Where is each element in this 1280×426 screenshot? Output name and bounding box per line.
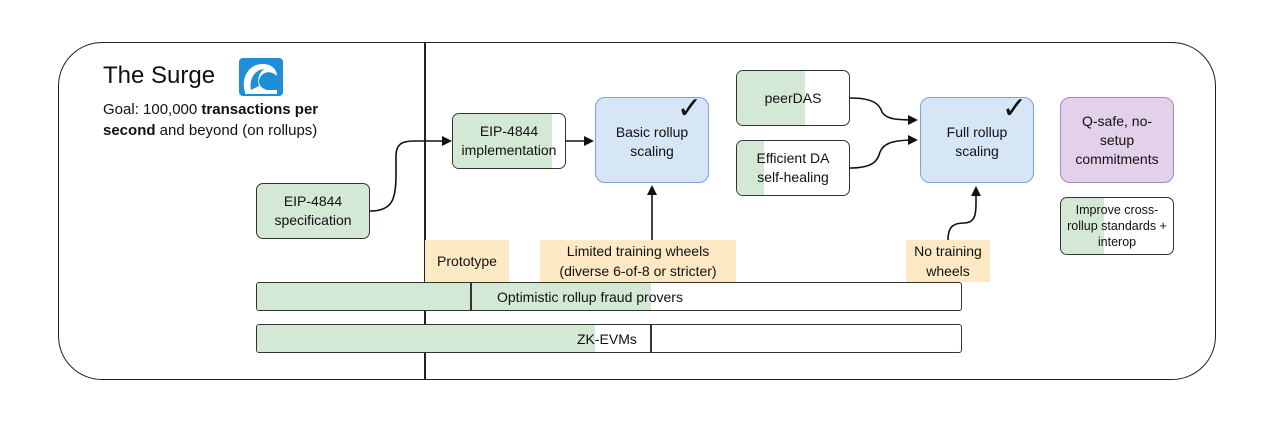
- arrow-spec-to-impl: [369, 136, 452, 212]
- goal-text: Goal: 100,000 transactions per second an…: [103, 101, 319, 139]
- tag-prototype: Prototype: [425, 240, 509, 282]
- node-eip4844-impl: EIP-4844 implementation: [452, 113, 566, 169]
- page-title: The Surge: [103, 62, 216, 89]
- timeline-divider: [424, 42, 426, 380]
- node-eip4844-spec: EIP-4844 specification: [256, 183, 370, 239]
- progress-fill: [257, 283, 652, 310]
- surge-frame: [58, 42, 1216, 380]
- tag-no-training-wheels: No training wheels: [906, 240, 990, 282]
- arrow-nowheels-to-full: [947, 186, 981, 241]
- arrow-efficientda-to-full: [849, 135, 918, 169]
- node-efficient-da: Efficient DA self-healing: [736, 140, 850, 196]
- tag-limited-training-wheels: Limited training wheels (diverse 6-of-8 …: [540, 240, 736, 282]
- node-cross-rollup: Improve cross-rollup standards + interop: [1060, 197, 1174, 255]
- bar-zk-evms: ZK-EVMs: [256, 324, 962, 353]
- bar-fraud-provers: Optimistic rollup fraud provers: [256, 282, 962, 311]
- arrow-peerdas-to-full: [849, 97, 918, 125]
- wave-icon: [239, 58, 283, 96]
- node-full-rollup-scaling: Full rollup scaling ✓: [920, 97, 1034, 183]
- check-icon: ✓: [676, 97, 702, 126]
- node-peerdas: peerDAS: [736, 70, 850, 126]
- progress-fill: [257, 325, 595, 352]
- check-icon: ✓: [1001, 97, 1027, 126]
- node-basic-rollup-scaling: Basic rollup scaling ✓: [595, 97, 709, 183]
- node-qsafe-commitments: Q-safe, no-setup commitments: [1060, 97, 1174, 183]
